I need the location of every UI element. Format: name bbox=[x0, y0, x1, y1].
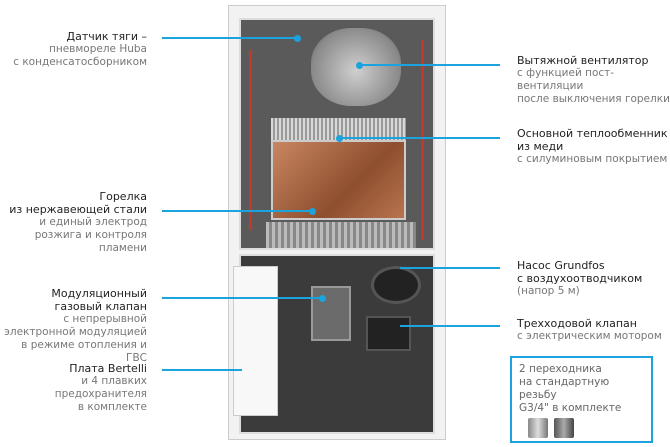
label-desc: в комплекте bbox=[77, 401, 147, 413]
label-desc: после выключения горелки bbox=[517, 93, 670, 105]
label-title: Датчик тяги – bbox=[66, 30, 147, 43]
label-title: Горелка bbox=[99, 190, 147, 203]
label-three-way-valve: Трехходовой клапан с электрическим мотор… bbox=[517, 317, 662, 343]
connector-line bbox=[162, 297, 322, 299]
label-heat-exchanger: Основной теплообменник из меди с силумин… bbox=[517, 127, 668, 166]
label-desc: (напор 5 м) bbox=[517, 285, 580, 297]
label-control-board: Плата Bertelli и 4 плавких предохранител… bbox=[55, 362, 147, 414]
label-burner: Горелка из нержавеющей стали и единый эл… bbox=[9, 190, 147, 255]
boiler-upper-chamber bbox=[239, 18, 435, 250]
label-exhaust-fan: Вытяжной вентилятор с функцией пост-вент… bbox=[517, 54, 670, 106]
label-desc: пневмореле Huba bbox=[48, 43, 147, 55]
three-way-valve bbox=[366, 316, 411, 351]
label-title: Трехходовой клапан bbox=[517, 317, 637, 330]
label-draft-sensor: Датчик тяги – пневмореле Huba с конденса… bbox=[13, 30, 147, 69]
connector-dot bbox=[294, 35, 301, 42]
label-desc: с функцией пост-вентиляции bbox=[517, 67, 615, 92]
label-desc: пламени bbox=[98, 242, 147, 254]
boiler-image bbox=[228, 5, 446, 440]
label-desc: в режиме отопления и ГВС bbox=[21, 339, 147, 364]
connector-line bbox=[162, 37, 297, 39]
label-desc: и 4 плавких bbox=[81, 375, 147, 387]
adapter-nut-image bbox=[528, 418, 548, 438]
label-desc: с электрическим мотором bbox=[517, 330, 662, 342]
wire bbox=[421, 40, 424, 240]
label-title: из меди bbox=[517, 140, 564, 153]
adapter-nut-image bbox=[554, 418, 574, 438]
grundfos-pump bbox=[371, 266, 421, 304]
label-title: газовый клапан bbox=[54, 300, 147, 313]
connector-dot bbox=[356, 62, 363, 69]
control-board-panel bbox=[233, 266, 278, 416]
connector-dot bbox=[309, 208, 316, 215]
connector-line bbox=[162, 369, 242, 371]
label-desc: с непрерывной bbox=[63, 313, 147, 325]
adapter-text: 2 переходника bbox=[519, 363, 602, 375]
adapter-text: на стандартную резьбу bbox=[519, 376, 610, 401]
label-title: Основной теплообменник bbox=[517, 127, 668, 140]
connector-line bbox=[400, 325, 500, 327]
burner bbox=[266, 222, 416, 248]
label-desc: предохранителя bbox=[54, 388, 147, 400]
connector-line bbox=[360, 64, 500, 66]
label-title: с воздухоотводчиком bbox=[517, 272, 643, 285]
connector-line bbox=[400, 267, 500, 269]
label-desc: с силуминовым покрытием bbox=[517, 153, 668, 165]
adapter-info-box: 2 переходника на стандартную резьбу G3/4… bbox=[510, 356, 653, 443]
connector-dot bbox=[319, 295, 326, 302]
label-pump: Насос Grundfos с воздухоотводчиком (напо… bbox=[517, 259, 642, 298]
label-title: Модуляционный bbox=[51, 287, 147, 300]
label-desc: розжига и контроля bbox=[34, 229, 147, 241]
copper-heat-exchanger bbox=[271, 140, 406, 220]
label-title: Вытяжной вентилятор bbox=[517, 54, 649, 67]
connector-line bbox=[340, 137, 500, 139]
label-title: Насос Grundfos bbox=[517, 259, 605, 272]
label-title: Плата Bertelli bbox=[69, 362, 147, 375]
wire bbox=[249, 50, 252, 230]
label-desc: электронной модуляцией bbox=[4, 326, 147, 338]
adapter-text: G3/4" в комплекте bbox=[519, 402, 622, 414]
label-desc: и единый электрод bbox=[39, 216, 147, 228]
connector-dot bbox=[336, 135, 343, 142]
boiler-lower-chamber bbox=[233, 254, 435, 434]
label-gas-valve: Модуляционный газовый клапан с непрерывн… bbox=[0, 287, 147, 365]
gas-valve bbox=[311, 286, 351, 341]
label-desc: с конденсатосборником bbox=[13, 56, 147, 68]
connector-line bbox=[162, 210, 312, 212]
label-title: из нержавеющей стали bbox=[9, 203, 147, 216]
heat-exchanger-fins bbox=[271, 118, 406, 140]
